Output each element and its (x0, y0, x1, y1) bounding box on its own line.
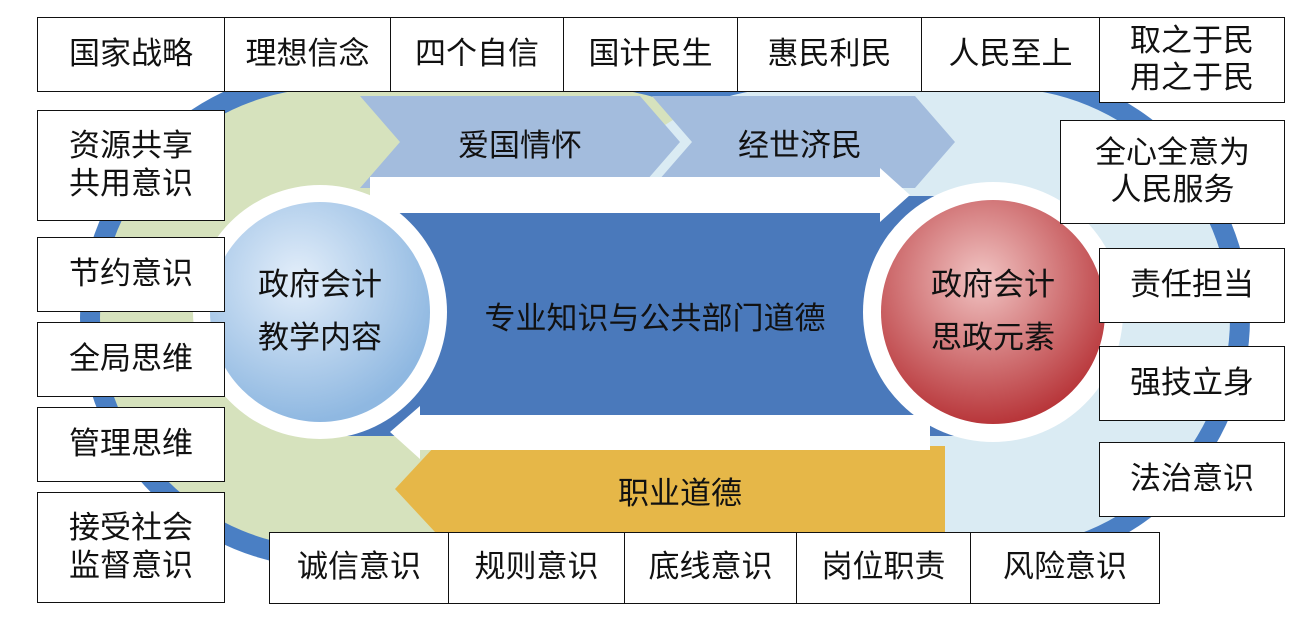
arrow-right (370, 168, 910, 222)
band-ethics (395, 446, 945, 532)
top-box-livelihood: 国计民生 (563, 17, 738, 92)
center-label: 专业知识与公共部门道德 (484, 300, 826, 337)
left-box-public-supervision: 接受社会 监督意识 (37, 492, 225, 603)
right-circle-label: 政府会计 思政元素 (931, 267, 1055, 356)
chevron-statecraft (652, 96, 955, 188)
top-box-people-first: 人民至上 (921, 17, 1100, 92)
bottom-box-rules: 规则意识 (448, 532, 625, 604)
left-box-management-thinking: 管理思维 (37, 407, 225, 482)
chevron-label-patriotism: 爱国情怀 (458, 127, 582, 164)
left-circle-label: 政府会计 教学内容 (258, 267, 382, 356)
right-box-rule-of-law: 法治意识 (1099, 442, 1285, 517)
top-box-national-strategy: 国家战略 (37, 17, 225, 92)
top-box-benefit-people: 惠民利民 (737, 17, 922, 92)
top-box-from-people: 取之于民 用之于民 (1099, 17, 1285, 103)
right-box-responsibility: 责任担当 (1099, 248, 1285, 323)
bottom-box-bottom-line: 底线意识 (624, 532, 797, 604)
bottom-box-integrity: 诚信意识 (269, 532, 449, 604)
arrow-left (390, 406, 930, 459)
top-box-four-confidences: 四个自信 (390, 17, 564, 92)
chevron-patriotism (360, 96, 680, 188)
right-circle (881, 200, 1105, 424)
left-box-resource-sharing: 资源共享 共用意识 (37, 110, 225, 221)
band-label-ethics: 职业道德 (618, 475, 742, 512)
left-circle (210, 202, 430, 422)
bottom-box-risk: 风险意识 (970, 532, 1160, 604)
right-box-skills: 强技立身 (1099, 346, 1285, 421)
bottom-box-job-duties: 岗位职责 (796, 532, 971, 604)
chevron-label-statecraft: 经世济民 (738, 127, 862, 164)
left-box-thrift: 节约意识 (37, 237, 225, 312)
right-box-serve-people: 全心全意为 人民服务 (1060, 120, 1285, 224)
left-box-holistic-thinking: 全局思维 (37, 322, 225, 397)
top-box-ideals: 理想信念 (224, 17, 391, 92)
